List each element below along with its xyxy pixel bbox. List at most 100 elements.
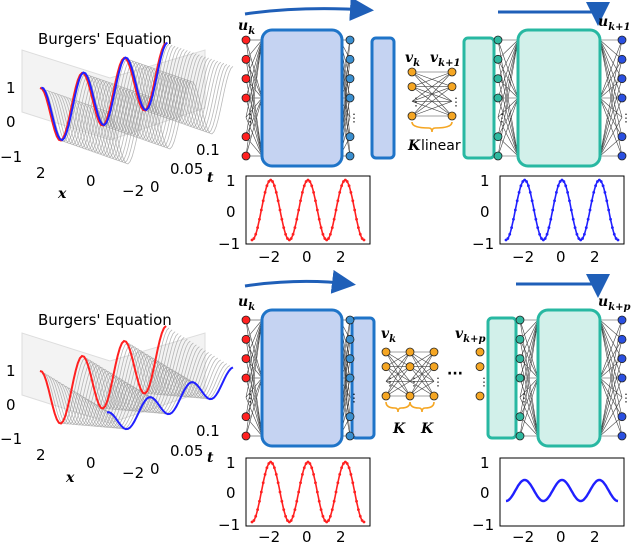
plot-marker xyxy=(293,226,297,230)
network-edge xyxy=(599,339,623,437)
bottom-left-ytick-m1: −1 xyxy=(218,516,240,534)
latent-node xyxy=(475,347,485,357)
output-node xyxy=(617,35,627,45)
network-edge xyxy=(519,319,539,398)
plot-marker xyxy=(616,238,620,242)
bottom-latent-in-label: vk xyxy=(381,326,396,345)
plot-marker xyxy=(357,226,360,230)
surface-mesh-line xyxy=(67,342,194,427)
latent-node xyxy=(447,67,457,77)
plot-marker xyxy=(302,466,306,470)
decoder-node xyxy=(515,354,525,364)
network-edge xyxy=(497,97,519,137)
plot-marker xyxy=(321,514,325,518)
plot-marker xyxy=(284,232,287,236)
plot-marker xyxy=(258,499,261,503)
plot-marker xyxy=(510,226,513,230)
input-node xyxy=(241,93,251,103)
surface-mesh-line xyxy=(82,352,209,428)
network-edge xyxy=(411,101,453,117)
surface-mesh-line xyxy=(70,344,197,427)
plot-marker xyxy=(515,199,519,203)
latent-node xyxy=(381,362,391,372)
network-edge xyxy=(497,39,519,118)
top-input-label: uk xyxy=(238,18,255,37)
plot-marker xyxy=(349,190,353,194)
plot-marker xyxy=(519,184,523,188)
latent-node xyxy=(381,347,391,357)
plot-marker xyxy=(362,238,366,242)
network-edge xyxy=(245,39,263,99)
plot-marker xyxy=(295,499,299,503)
plot-marker xyxy=(555,190,558,194)
top-right-ytick-1: 1 xyxy=(480,172,490,190)
plot-marker xyxy=(315,490,319,494)
plot-marker xyxy=(297,208,301,212)
hidden-node xyxy=(345,373,355,383)
network-edge xyxy=(497,117,519,157)
top-z-tick-1: 1 xyxy=(6,79,16,97)
plot-marker xyxy=(545,232,549,236)
bottom-right-ytick-1: 1 xyxy=(480,454,490,472)
top-left-markers xyxy=(250,178,366,242)
bottom-left-xtick-2: 2 xyxy=(336,528,346,544)
network-edge xyxy=(245,97,263,157)
plot-marker xyxy=(355,499,358,503)
plot-marker xyxy=(256,226,259,230)
plot-marker xyxy=(583,232,586,236)
plot-marker xyxy=(336,199,340,203)
plot-marker xyxy=(273,184,276,188)
plot-marker xyxy=(327,237,330,240)
network-edge xyxy=(411,86,453,117)
network-edge xyxy=(245,39,263,79)
plot-marker xyxy=(258,217,261,221)
plot-marker xyxy=(256,508,259,512)
decoder-node xyxy=(493,54,503,64)
output-node xyxy=(617,334,627,344)
plot-marker xyxy=(556,184,560,188)
hidden-node xyxy=(345,54,355,64)
network-edge xyxy=(245,117,263,157)
plot-marker xyxy=(340,466,343,470)
top-operator-text: linear xyxy=(421,138,461,154)
top-right-markers xyxy=(504,178,620,242)
plot-marker xyxy=(314,199,317,203)
input-node xyxy=(241,151,251,161)
top-left-xtick-0: 0 xyxy=(302,248,312,266)
plot-marker xyxy=(351,481,355,485)
surface-mesh-line xyxy=(103,65,231,164)
ellipsis-dots: ⋮ xyxy=(621,111,632,124)
plot-marker xyxy=(599,180,603,183)
surface-mesh-line xyxy=(85,58,212,157)
top-surface-title: Burgers' Equation xyxy=(38,30,172,48)
decoder-projection-block xyxy=(486,316,518,440)
hidden-node xyxy=(345,132,355,142)
network-edge xyxy=(497,97,519,157)
bottom-operator-symbol-2: K xyxy=(420,421,434,437)
bottom-t-label: t xyxy=(207,450,214,466)
network-edge xyxy=(385,351,411,367)
bottom-surface-title: Burgers' Equation xyxy=(38,311,172,329)
surface-mesh-line xyxy=(82,57,209,156)
plot-marker xyxy=(299,199,302,203)
latent-node xyxy=(407,111,417,121)
bottom-right-xtick-2: 2 xyxy=(590,528,600,544)
plot-marker xyxy=(349,472,353,476)
input-node xyxy=(241,54,251,64)
bottom-left-ytick-0: 0 xyxy=(226,484,236,502)
network-edge xyxy=(599,39,623,99)
plot-marker xyxy=(605,199,609,203)
bottom-surface-blue-curve xyxy=(106,366,234,431)
surface-mesh-line xyxy=(79,350,206,428)
plot-marker xyxy=(532,208,536,212)
plot-marker xyxy=(353,208,357,212)
decoder-node xyxy=(493,132,503,142)
top-network: ⋮⋮⋮⋮⋮⋮ xyxy=(241,28,632,168)
plot-marker xyxy=(321,232,325,236)
network-edge xyxy=(409,351,435,367)
network-edge xyxy=(385,366,411,397)
plot-marker xyxy=(527,184,530,188)
plot-marker xyxy=(295,217,299,221)
input-node xyxy=(241,315,251,325)
plot-marker xyxy=(261,199,265,203)
